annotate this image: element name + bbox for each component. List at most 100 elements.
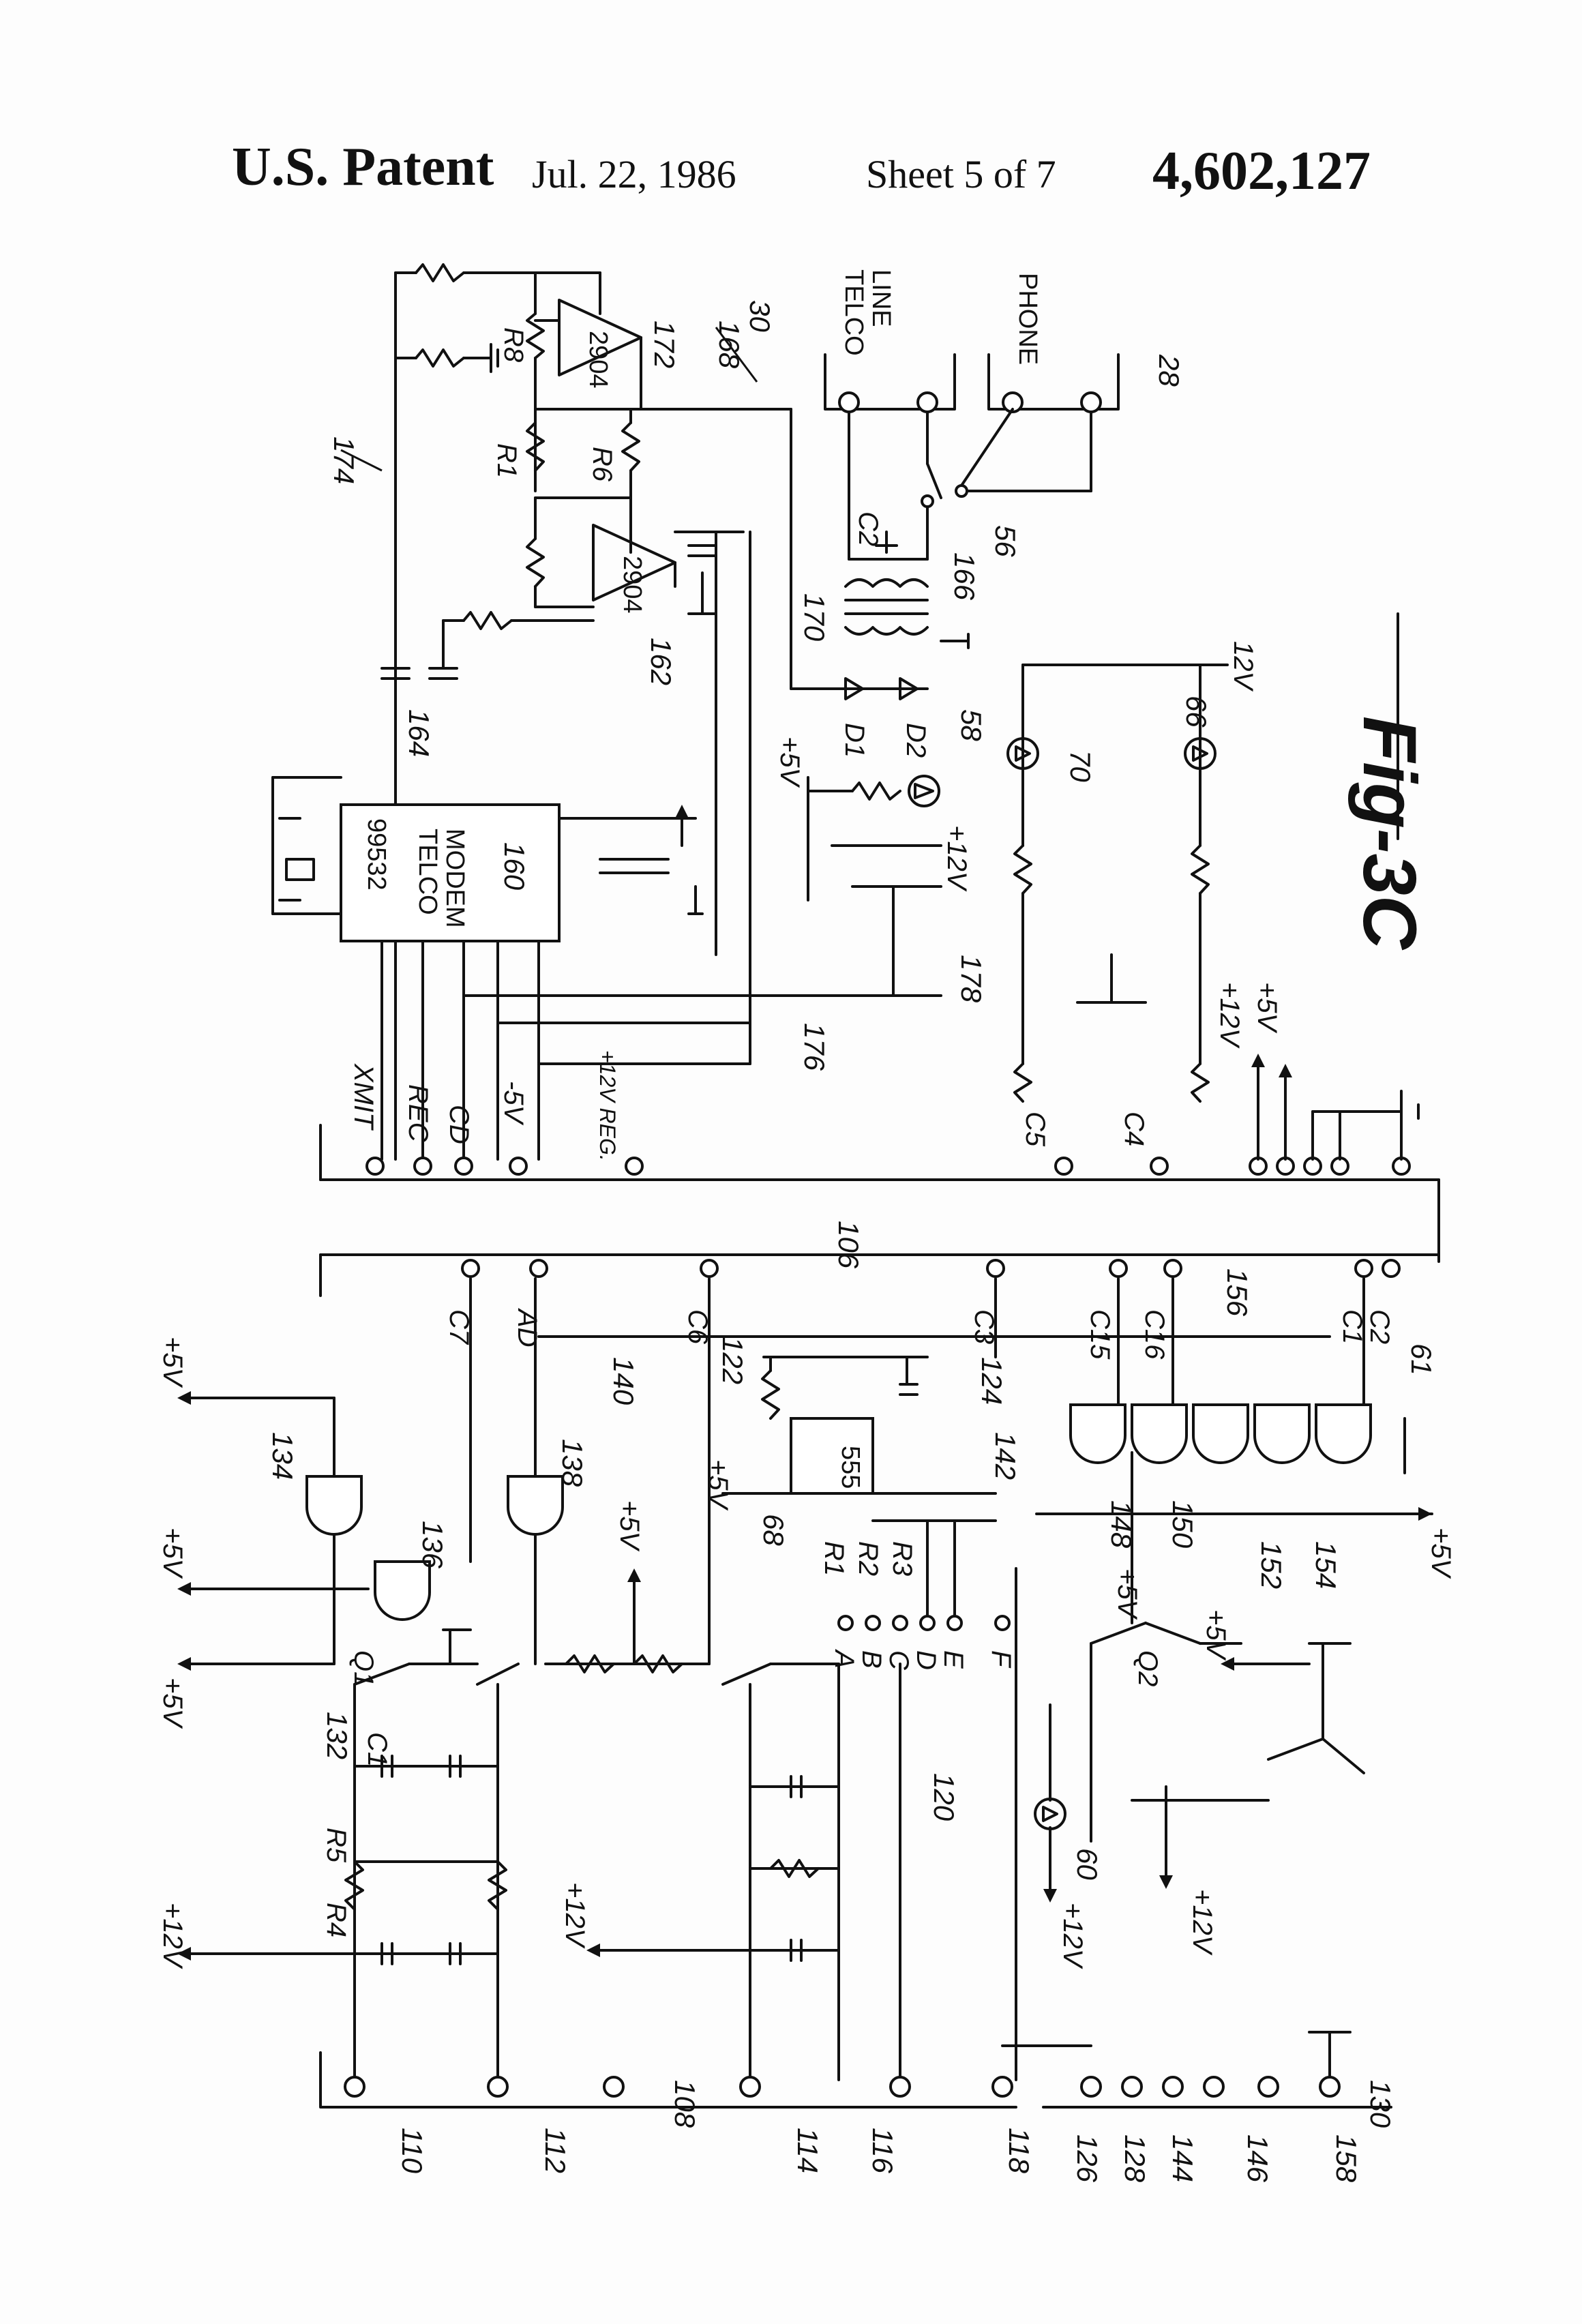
ref-60: 60	[1071, 1848, 1103, 1880]
ref-154: 154	[1310, 1541, 1342, 1589]
label-q2: Q2	[1133, 1650, 1163, 1686]
connector-106: 106 C7 AD C6 C3 C15 C16 C1 C2 156	[319, 1221, 1440, 1360]
ref-166: 166	[949, 552, 981, 601]
line-interface: TELCO LINE PHONE 30 28 56 166 C2	[744, 269, 1185, 758]
ref-140: 140	[608, 1357, 640, 1405]
dip-r2: R2	[853, 1541, 883, 1576]
label-q1: Q1	[348, 1650, 378, 1686]
ref-170: 170	[799, 593, 831, 642]
modem-body	[340, 803, 561, 942]
pin-c6: C6	[683, 1309, 713, 1345]
terminal-110: 110	[396, 2128, 428, 2174]
ref-124: 124	[976, 1357, 1008, 1405]
terminal-144: 144	[1167, 2134, 1199, 2182]
ref-61: 61	[1405, 1343, 1437, 1375]
jack-phone: PHONE	[1013, 273, 1042, 365]
pin-c7: C7	[444, 1309, 474, 1345]
label-12v-d: +12V	[1187, 1889, 1217, 1956]
pin-ad: AD	[512, 1308, 542, 1347]
amplifier-172: R8 2904 172	[498, 271, 681, 492]
terminal-158: 158	[1330, 2134, 1362, 2183]
connector-bottom: 108 130 110 112 114 116 118 126 128 144 …	[319, 2031, 1397, 2183]
ref-134: 134	[267, 1432, 299, 1480]
label-r1: R1	[492, 443, 522, 478]
timer-body	[790, 1417, 874, 1495]
label-c2-top: C2	[853, 511, 883, 546]
label-12v-top: +12V	[1214, 982, 1244, 1049]
power-5v-left: +5V +5V +5V +12V	[158, 1337, 370, 1969]
terminal-128: 128	[1119, 2134, 1151, 2183]
opamp-upper	[558, 299, 642, 376]
signal-168: 168	[640, 321, 792, 690]
terminal-126: 126	[1071, 2134, 1103, 2183]
label-5v-d: +5V	[614, 1500, 644, 1552]
terminal-118: 118	[1003, 2128, 1035, 2174]
patent-date: Jul. 22, 1986	[532, 152, 736, 196]
timer-label: 555	[836, 1446, 865, 1489]
label-5v-top: +5V	[1252, 982, 1282, 1034]
modem-name-1: TELCO	[413, 829, 442, 915]
ref-172: 172	[648, 321, 681, 368]
label-d1: D1	[839, 723, 869, 758]
label-12vreg: +12V REG.	[595, 1050, 620, 1161]
gate-138	[507, 1475, 564, 1536]
ref-120: 120	[928, 1773, 960, 1821]
gate-134	[305, 1475, 363, 1536]
ref-142: 142	[989, 1432, 1021, 1480]
label-r6: R6	[587, 447, 617, 482]
label-xmit: XMIT	[348, 1063, 378, 1131]
ref-164: 164	[403, 709, 435, 757]
dip-a: A	[829, 1649, 859, 1669]
modem-ref: 160	[498, 842, 531, 891]
terminal-146: 146	[1242, 2134, 1274, 2183]
ref-138: 138	[556, 1439, 588, 1487]
ref-28: 28	[1153, 354, 1185, 387]
connector-top: XMIT REC CD -5V +12V REG. C5 C4 +12V +5V	[319, 982, 1440, 1263]
power-rails-top	[1251, 1054, 1420, 1161]
sheet-number: Sheet 5 of 7	[866, 152, 1056, 196]
dip-f: F	[986, 1650, 1016, 1669]
ref-30: 30	[744, 300, 776, 332]
label-d2: D2	[901, 723, 931, 758]
label-cd: CD	[444, 1105, 474, 1144]
ref-152: 152	[1255, 1541, 1287, 1589]
label-5v-c: +5V	[158, 1678, 188, 1729]
label-5v-f: +5V	[1426, 1528, 1456, 1579]
terminal-114: 114	[792, 2128, 824, 2173]
ref-156: 156	[1221, 1268, 1253, 1317]
logic-gates-upper: 134 136 138	[267, 1277, 588, 1665]
pin-c2: C2	[1364, 1309, 1394, 1344]
jack-telco-1: TELCO	[839, 269, 868, 356]
label-r4: R4	[321, 1903, 351, 1937]
terminal-116: 116	[867, 2128, 899, 2174]
ref-174: 174	[328, 436, 360, 484]
ref-58: 58	[955, 709, 987, 741]
jack-telco-2: LINE	[867, 269, 895, 327]
modem-name-2: MODEM	[441, 829, 469, 928]
ref-70: 70	[1064, 750, 1096, 782]
label-5v-a: +5V	[158, 1337, 188, 1388]
label-12v-58: +12V	[942, 825, 972, 892]
ref-66: 66	[1180, 696, 1212, 728]
dip-r3: R3	[887, 1541, 917, 1576]
dip-r1: R1	[819, 1541, 849, 1576]
dip-b: B	[856, 1650, 886, 1669]
label-rec: REC	[403, 1084, 433, 1143]
label-5v-b: +5V	[158, 1528, 188, 1579]
pin-c3: C3	[969, 1309, 999, 1344]
telco-modem-chip: 99532 TELCO MODEM 160	[271, 776, 704, 942]
q2-led60-circuit: Q2 +5V 60 +12V +12V +5V	[1034, 1451, 1365, 1969]
amplifier-162: 2904 162	[526, 496, 745, 685]
label-5v-h: +5V	[1201, 1609, 1231, 1661]
modem-outputs	[380, 531, 895, 1161]
ref-106: 106	[833, 1221, 865, 1269]
ref-150: 150	[1167, 1500, 1199, 1549]
ref-68: 68	[758, 1514, 790, 1546]
opamp-lower-label: 2904	[618, 556, 646, 614]
label-12v-b: +12V	[560, 1882, 590, 1949]
figure-label: Fig-3C	[1347, 716, 1431, 951]
dip-d: D	[911, 1650, 941, 1670]
label-r8: R8	[498, 327, 528, 363]
